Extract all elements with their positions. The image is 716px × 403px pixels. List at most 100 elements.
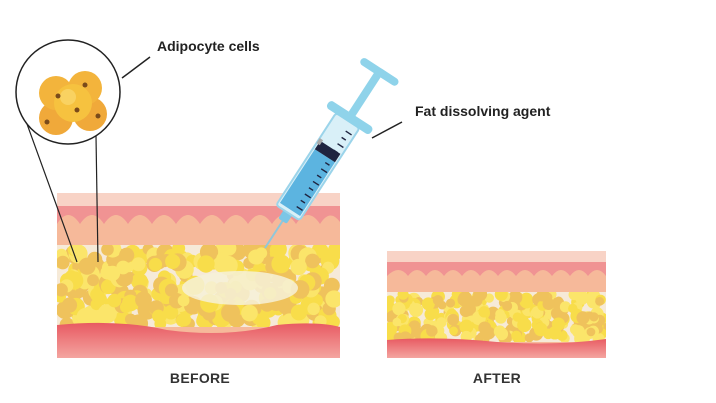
muscle-layer bbox=[57, 322, 340, 358]
muscle-layer bbox=[387, 338, 606, 358]
agent-pointer bbox=[371, 121, 403, 139]
fat-cell bbox=[305, 253, 320, 269]
fat-cell bbox=[478, 321, 492, 335]
fat-cell bbox=[107, 293, 122, 308]
fat-cell bbox=[494, 292, 508, 301]
fat-cell bbox=[90, 287, 105, 302]
fat-cell bbox=[478, 306, 490, 318]
fat-cell bbox=[69, 245, 83, 257]
fat-cell bbox=[290, 304, 308, 321]
fat-cell bbox=[559, 301, 571, 313]
fat-cell bbox=[221, 303, 241, 323]
syringe-tick bbox=[341, 136, 347, 141]
fat-cell bbox=[397, 292, 409, 300]
fat-cell bbox=[511, 330, 522, 341]
fat-cell bbox=[512, 312, 523, 322]
dissolving-area bbox=[182, 271, 298, 305]
fat-cell bbox=[152, 309, 165, 323]
syringe-tick bbox=[300, 199, 306, 204]
fat-cell bbox=[57, 283, 68, 297]
fat-cell bbox=[97, 304, 117, 324]
fat-cell bbox=[536, 292, 548, 302]
fat-cell bbox=[421, 297, 435, 311]
label-adipocyte-cells: Adipocyte cells bbox=[157, 38, 260, 54]
fat-cell bbox=[131, 257, 146, 272]
fat-cell bbox=[392, 302, 406, 316]
fat-cell bbox=[76, 307, 96, 327]
fat-cell bbox=[458, 292, 473, 306]
fat-cell bbox=[474, 334, 484, 342]
fat-cell bbox=[135, 291, 152, 309]
fat-cell bbox=[426, 325, 438, 337]
syringe-tick bbox=[345, 130, 352, 136]
fat-cell bbox=[271, 254, 291, 274]
fat-cell bbox=[197, 255, 215, 273]
fat-cell bbox=[187, 300, 200, 313]
fat-cell bbox=[100, 265, 115, 280]
syringe-tick bbox=[304, 193, 312, 199]
magnifier bbox=[15, 39, 151, 263]
syringe-tick bbox=[337, 143, 344, 149]
fat-cell bbox=[216, 251, 230, 265]
fat-cell bbox=[576, 311, 590, 325]
skin-before bbox=[57, 193, 340, 358]
fat-cell bbox=[551, 317, 565, 331]
fat-cell bbox=[221, 245, 237, 256]
syringe-tick bbox=[296, 205, 303, 211]
syringe-tick bbox=[328, 155, 336, 161]
dermis-wave bbox=[57, 206, 340, 224]
fat-cell bbox=[387, 295, 395, 305]
syringe-tick bbox=[320, 168, 328, 174]
fat-cell bbox=[446, 298, 456, 308]
syringe-tick bbox=[316, 174, 322, 179]
caption-after: AFTER bbox=[472, 370, 522, 386]
syringe-tick bbox=[333, 149, 339, 154]
fat-cell bbox=[502, 300, 513, 312]
fat-cell bbox=[165, 253, 181, 269]
fat-cell bbox=[148, 257, 163, 272]
fat-cell bbox=[119, 247, 135, 263]
fat-cell bbox=[87, 274, 99, 287]
fat-cell bbox=[116, 260, 130, 275]
fat-cell bbox=[122, 294, 139, 312]
fat-cell bbox=[61, 297, 78, 313]
fat-cell bbox=[387, 312, 396, 323]
fat-cell bbox=[460, 330, 473, 342]
fat-cell bbox=[449, 326, 458, 336]
fat-cell bbox=[517, 317, 532, 333]
fat-cell bbox=[595, 296, 605, 306]
fat-cell bbox=[543, 328, 554, 340]
caption-before: BEFORE bbox=[169, 370, 231, 386]
dermis-wave bbox=[387, 262, 606, 276]
fat-cell bbox=[508, 292, 523, 305]
fat-cell bbox=[177, 312, 192, 327]
fat-cell bbox=[493, 325, 506, 338]
syringe bbox=[264, 58, 399, 249]
syringe-tick bbox=[324, 161, 330, 166]
fat-cell bbox=[129, 314, 149, 327]
fat-cell bbox=[177, 294, 190, 307]
fat-cell bbox=[78, 257, 96, 275]
skin-after bbox=[387, 251, 606, 358]
fat-cell bbox=[568, 292, 580, 301]
fat-cell bbox=[290, 258, 307, 276]
fat-cell bbox=[459, 305, 472, 318]
fat-cell bbox=[473, 292, 488, 302]
fat-cell bbox=[248, 249, 263, 265]
fat-cell bbox=[572, 325, 585, 339]
fat-cell bbox=[589, 312, 599, 322]
fat-cell bbox=[484, 293, 494, 303]
fat-cell bbox=[424, 307, 437, 321]
adipocyte-cluster bbox=[39, 71, 107, 135]
fat-cell bbox=[101, 245, 114, 256]
fat-cell bbox=[57, 255, 70, 270]
label-fat-dissolving-agent: Fat dissolving agent bbox=[415, 103, 551, 119]
syringe-tick bbox=[308, 187, 314, 192]
fat-cell bbox=[307, 302, 320, 316]
fat-cell bbox=[437, 300, 447, 310]
fat-cell bbox=[392, 317, 402, 327]
fat-cell bbox=[164, 283, 179, 297]
fat-cell bbox=[459, 319, 474, 334]
fat-cell bbox=[436, 317, 447, 328]
